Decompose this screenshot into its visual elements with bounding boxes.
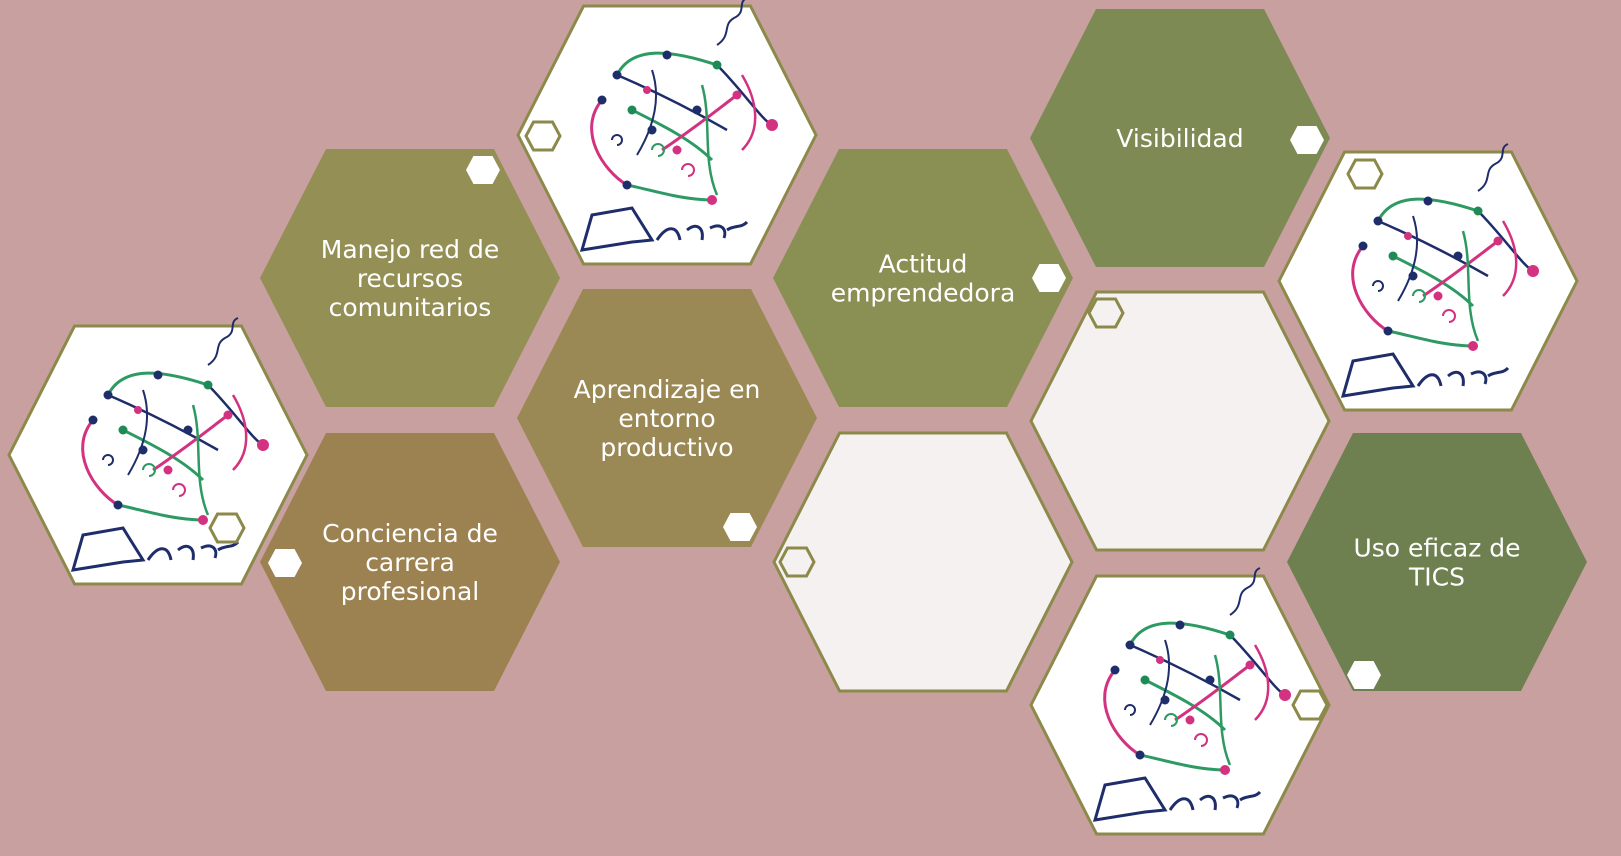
small-hexagon-icon <box>778 546 816 578</box>
hexagon-shape <box>7 324 309 586</box>
hexagon-shape <box>516 4 818 266</box>
hexagon-logo-right <box>1277 142 1579 412</box>
hexagon-shape <box>1029 574 1331 836</box>
small-hexagon-icon <box>1291 689 1329 721</box>
small-hexagon-icon <box>723 513 757 541</box>
hexagon-shape <box>260 149 560 407</box>
hexagon-shape <box>1287 433 1587 691</box>
hexagon-shape <box>260 433 560 691</box>
hexagon-shape <box>1277 150 1579 412</box>
hexagon-shape <box>773 149 1073 407</box>
hexagon-label-line: profesional <box>341 577 479 606</box>
small-hexagon-icon <box>1346 158 1384 190</box>
hexagon-visibilidad: Visibilidad <box>1030 9 1330 267</box>
hexagon-label-line: Actitud <box>879 250 968 279</box>
hexagon-label-line: productivo <box>600 433 733 462</box>
small-hexagon-icon <box>1032 264 1066 292</box>
hexagon-label-line: recursos <box>357 264 463 293</box>
small-hexagon-icon <box>1290 126 1324 154</box>
hexagon-blank-right <box>1029 290 1331 552</box>
hexagon-shape <box>772 431 1074 693</box>
hexagon-label-line: Uso eficaz de <box>1353 534 1520 563</box>
hexagon-label-line: Aprendizaje en <box>574 375 761 404</box>
hexagon-label-line: entorno <box>618 404 715 433</box>
hexagon-logo-top <box>516 0 818 266</box>
hexagon-label-line: Manejo red de <box>321 235 499 264</box>
hexagon-label-line: comunitarios <box>329 293 492 322</box>
hexagon-shape <box>517 289 817 547</box>
hexagon-logo-bottom <box>1029 566 1331 836</box>
small-hexagon-icon <box>1087 297 1125 329</box>
small-hexagon-icon <box>1347 661 1381 689</box>
small-hexagon-icon <box>208 512 246 544</box>
small-hexagon-icon <box>268 549 302 577</box>
hexagon-shape <box>1029 290 1331 552</box>
hexagon-blank-center <box>772 431 1074 693</box>
small-hexagon-icon <box>466 156 500 184</box>
hexagon-logo-left <box>7 316 309 586</box>
decor-dots <box>208 120 1384 721</box>
hexagon-shape <box>1030 9 1330 267</box>
hexagon-label-line: TICS <box>1408 563 1465 592</box>
hexagon-label-line: Visibilidad <box>1116 124 1243 153</box>
hexagon-label-line: emprendedora <box>831 279 1016 308</box>
hexagon-label-line: carrera <box>365 548 455 577</box>
small-hexagon-icon <box>524 120 562 152</box>
hexagon-label-line: Conciencia de <box>322 519 498 548</box>
